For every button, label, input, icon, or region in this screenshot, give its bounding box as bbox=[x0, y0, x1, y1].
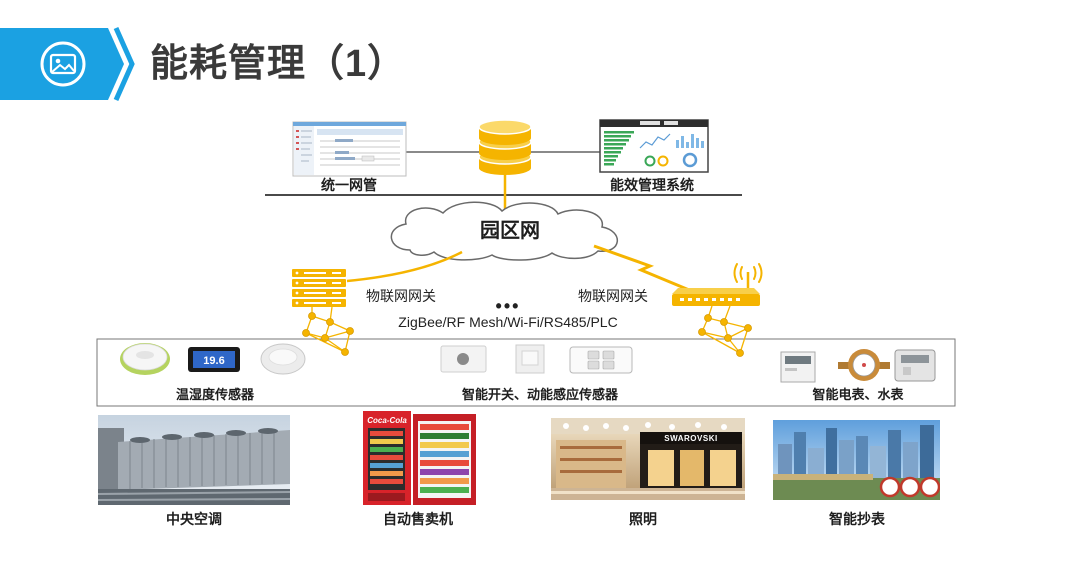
mesh-network-right-icon bbox=[698, 305, 752, 357]
lighting-photo: SWAROVSKI bbox=[551, 418, 745, 500]
iot-gateway-left-label: 物联网网关 bbox=[366, 288, 436, 304]
store-sign-text: SWAROVSKI bbox=[664, 434, 717, 443]
management-layer: 统一网管 bbox=[265, 119, 742, 196]
smart-switch-icon bbox=[440, 345, 487, 373]
thermostat-icon: 19.6 bbox=[188, 347, 240, 372]
smart-meter-reading-label: 智能抄表 bbox=[828, 511, 886, 527]
gateway-icon bbox=[292, 269, 346, 307]
button-panel-icon bbox=[569, 346, 633, 374]
smart-switch-sensor-label: 智能开关、动能感应传感器 bbox=[462, 387, 619, 402]
vending-machine-label: 自动售卖机 bbox=[383, 511, 453, 527]
gas-meter-icon bbox=[894, 349, 936, 382]
temperature-humidity-sensors: 19.6 bbox=[120, 343, 306, 375]
ceiling-sensor-icon bbox=[260, 343, 306, 375]
smart-meters bbox=[780, 349, 936, 383]
smart-meter-reading-photo bbox=[773, 420, 940, 500]
header-banner bbox=[0, 26, 135, 102]
unified-network-manager-label: 统一网管 bbox=[321, 177, 377, 193]
dome-sensor-icon bbox=[120, 343, 170, 375]
device-layer-box bbox=[96, 338, 956, 407]
electric-meter-icon bbox=[780, 351, 816, 383]
meter-dials-icon bbox=[879, 476, 940, 498]
router-icon bbox=[672, 263, 763, 306]
central-ac-photo bbox=[98, 415, 290, 505]
energy-efficiency-system-label: 能效管理系统 bbox=[610, 177, 694, 193]
cloud-left-gateway-link bbox=[346, 250, 463, 283]
cloud-icon bbox=[390, 201, 619, 261]
smart-switches bbox=[440, 344, 633, 374]
network-manager-screen-icon bbox=[292, 121, 407, 177]
ellipsis-dots: ••• bbox=[496, 296, 521, 316]
page-title: 能耗管理（1） bbox=[150, 43, 407, 85]
central-ac-label: 中央空调 bbox=[166, 511, 222, 527]
campus-network-label: 园区网 bbox=[480, 220, 540, 242]
image-icon bbox=[40, 41, 86, 87]
protocol-list-label: ZigBee/RF Mesh/Wi-Fi/RS485/PLC bbox=[398, 314, 617, 330]
iot-gateway-right-label: 物联网网关 bbox=[578, 288, 648, 304]
temperature-humidity-sensor-label: 温湿度传感器 bbox=[176, 387, 255, 402]
database-icon bbox=[478, 119, 532, 175]
vending-logo-text: Coca-Cola bbox=[367, 416, 407, 425]
lighting-label: 照明 bbox=[629, 511, 657, 527]
mesh-network-left-icon bbox=[302, 306, 354, 356]
water-meter-icon bbox=[838, 349, 890, 381]
smart-meter-label: 智能电表、水表 bbox=[812, 387, 904, 402]
motion-sensor-icon bbox=[515, 344, 545, 374]
lightning-icon bbox=[593, 244, 695, 294]
thermostat-reading: 19.6 bbox=[203, 355, 224, 367]
energy-dashboard-screen-icon bbox=[599, 119, 709, 173]
vending-machine-photo: Coca-Cola bbox=[363, 411, 476, 505]
